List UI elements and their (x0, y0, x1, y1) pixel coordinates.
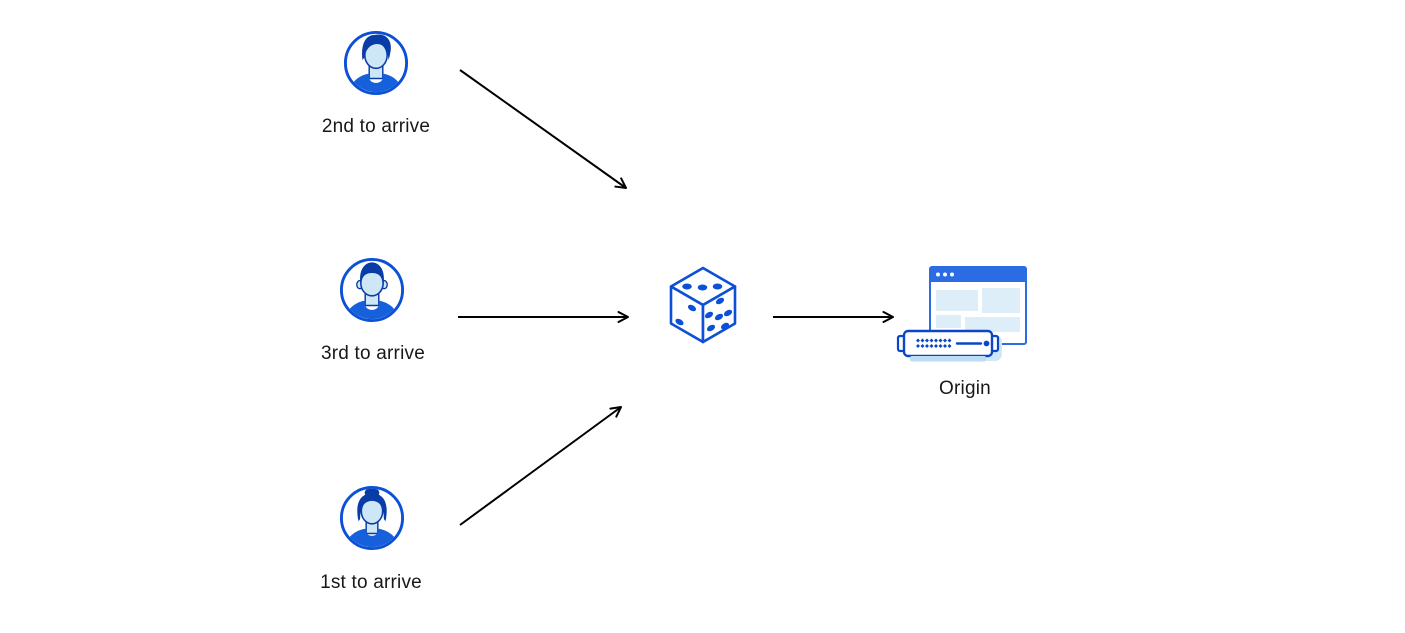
node-label: 2nd to arrive (321, 116, 431, 137)
node-user-top (343, 30, 409, 96)
arrow-user-bottom-to-dice (459, 406, 622, 526)
male-avatar-icon (343, 30, 409, 96)
node-label: Origin (939, 378, 991, 399)
node-label: 1st to arrive (320, 572, 422, 593)
arrow-user-top-to-dice (459, 69, 627, 189)
male-avatar-icon (339, 257, 405, 323)
node-label: 3rd to arrive (321, 343, 425, 364)
dice-icon (667, 264, 739, 346)
node-randomizer (667, 264, 739, 346)
node-user-middle (339, 257, 405, 323)
node-origin (896, 265, 1032, 367)
female-avatar-icon (339, 485, 405, 551)
origin-server-icon (896, 265, 1032, 367)
node-user-bottom (339, 485, 405, 551)
